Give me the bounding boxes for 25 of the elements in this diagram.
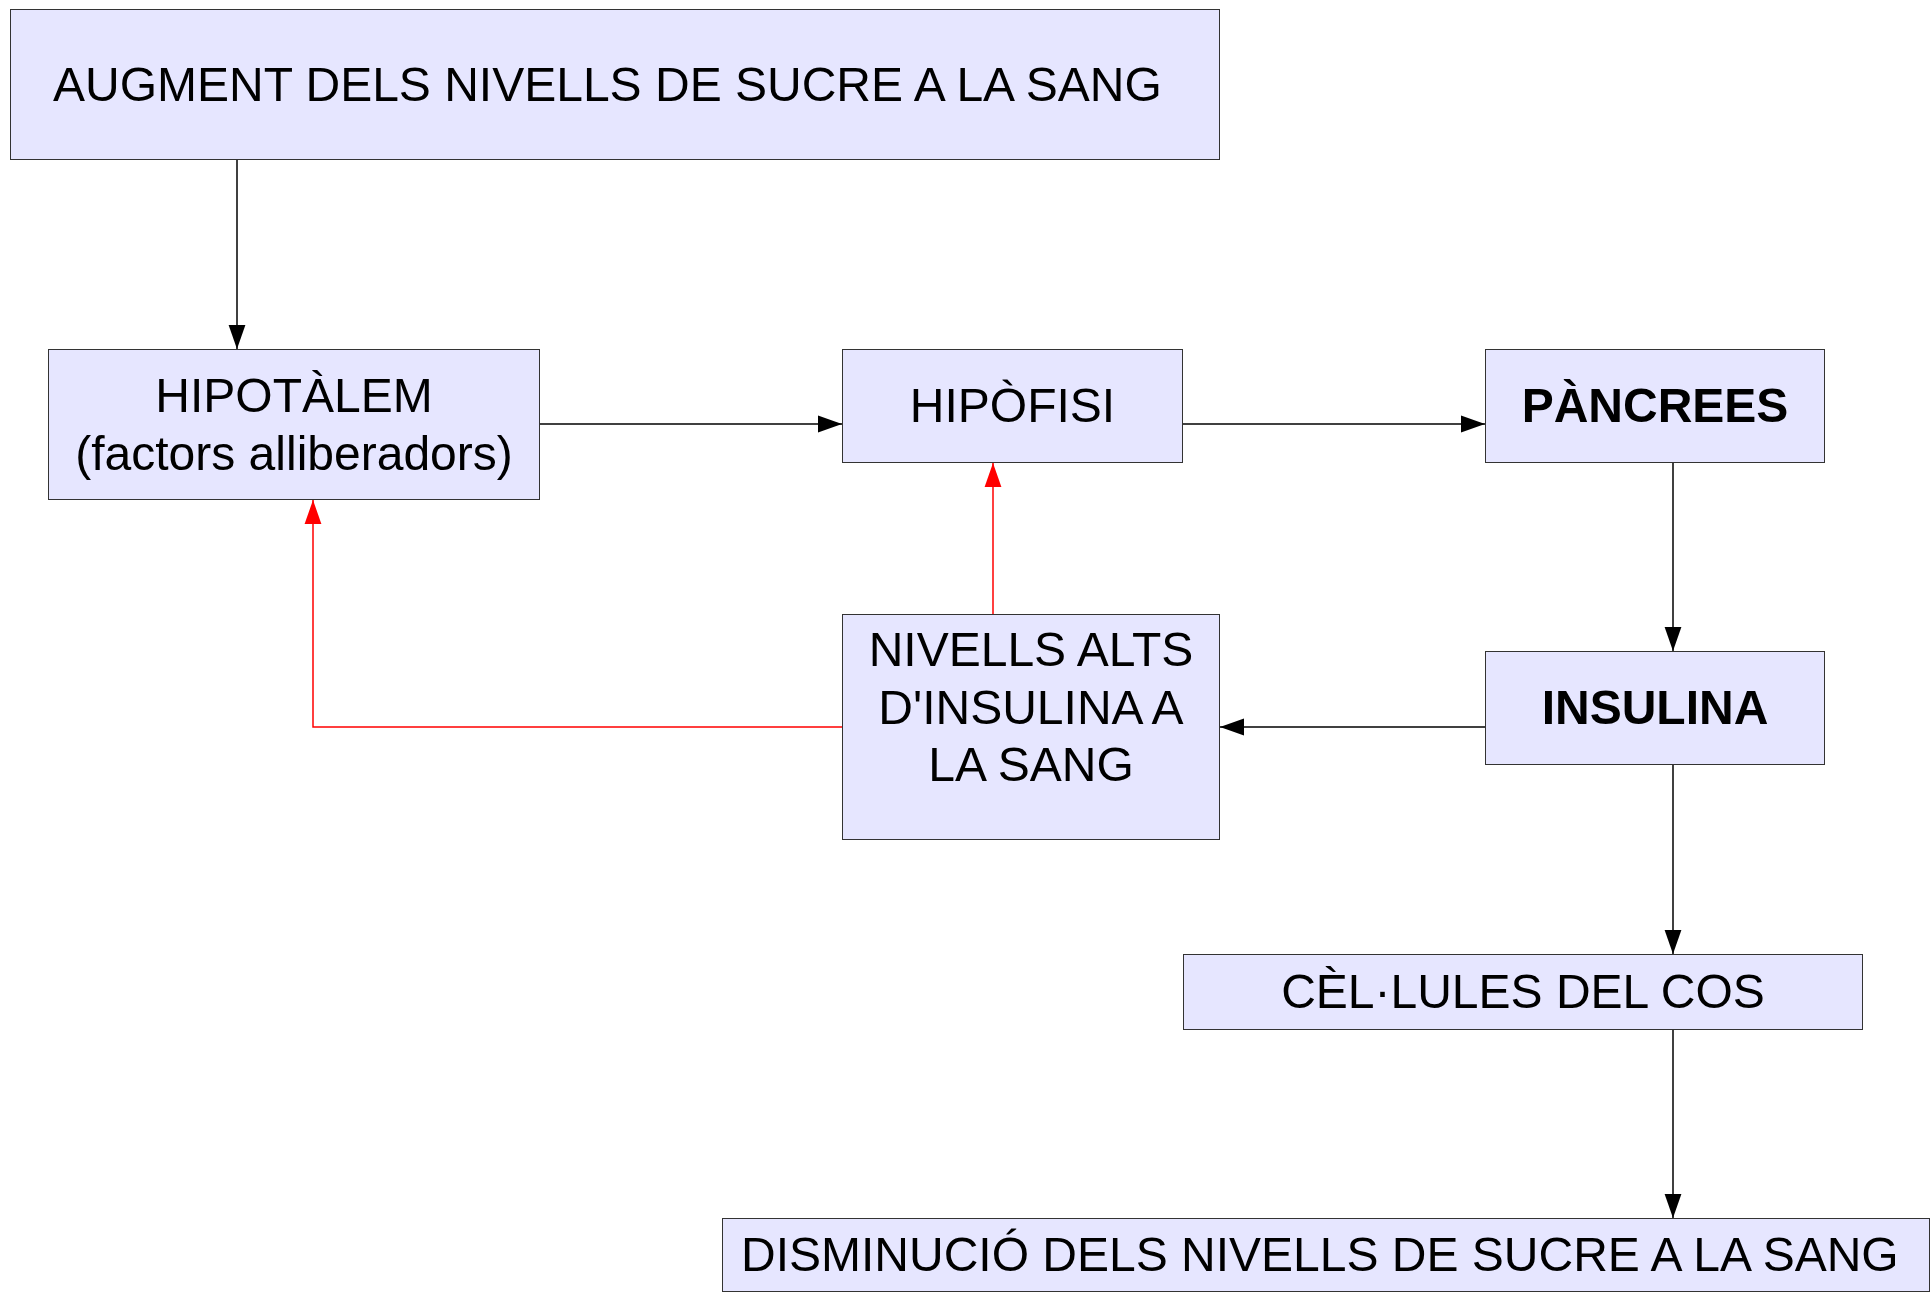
arrow (1664, 764, 1682, 955)
arrow (304, 499, 843, 728)
process-box (10, 9, 1220, 160)
box-label: AUGMENT DELS NIVELLS DE SUCRE A LA SANG (53, 56, 1162, 113)
arrow (1664, 462, 1682, 652)
process-box (842, 349, 1183, 463)
process-box (722, 1218, 1930, 1292)
process-box (1485, 651, 1825, 765)
box-label: CÈL·LULES DEL COS (1281, 964, 1765, 1021)
arrow (1219, 718, 1486, 736)
box-label: PÀNCREES (1521, 378, 1789, 435)
box-label: NIVELLS ALTS D'INSULINA A LA SANG (867, 622, 1195, 794)
arrow (539, 415, 843, 433)
process-box (1485, 349, 1825, 463)
box-label: INSULINA (1541, 680, 1769, 737)
box-label: HIPÒFISI (909, 378, 1116, 435)
process-box (48, 349, 540, 500)
arrow (984, 462, 1002, 615)
arrow (1182, 415, 1486, 433)
box-label: DISMINUCIÓ DELS NIVELLS DE SUCRE A LA SANG (741, 1227, 1899, 1284)
box-label: HIPOTÀLEM (factors alliberadors) (74, 367, 514, 482)
arrow (228, 159, 246, 350)
process-box (842, 614, 1220, 840)
arrow (1664, 1029, 1682, 1219)
process-box (1183, 954, 1863, 1030)
